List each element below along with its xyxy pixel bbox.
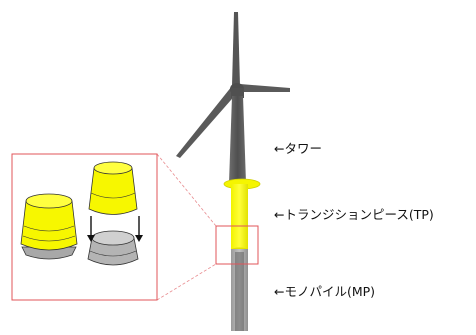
sleeve-top [93, 161, 133, 175]
blade-left [176, 86, 238, 158]
assembled-inner-ring-2 [22, 235, 76, 242]
inset-grey-pile-top [87, 230, 139, 266]
tower [229, 96, 246, 183]
callout-connector-top [156, 153, 217, 227]
tp-body [231, 184, 248, 250]
assembled-grey-base [21, 246, 77, 260]
transition-piece [223, 178, 261, 253]
assembled-yellow-top [25, 193, 73, 209]
callout-connector-bottom [156, 263, 217, 301]
label-monopile: ←モノパイル(MP) [274, 284, 376, 299]
monopile-core [235, 252, 244, 331]
inset-yellow-sleeve [88, 161, 138, 215]
label-tower: ←タワー [274, 141, 322, 156]
inset-assembled-joint [20, 193, 78, 260]
pile-top-cap [91, 230, 135, 246]
blade-up [232, 12, 240, 86]
pile-top-ring [89, 250, 137, 257]
assembled-yellow-body [20, 200, 78, 251]
assembled-inner-ring [23, 225, 75, 232]
sleeve-body [88, 167, 138, 215]
callout-target-box [215, 225, 259, 265]
pile-top-body [87, 237, 139, 266]
label-transition-piece: ←トランジションピース(TP) [274, 207, 434, 222]
nacelle [231, 88, 244, 98]
rotor-blades [176, 12, 290, 158]
arrow-right-head [135, 235, 143, 242]
arrow-left-head [87, 235, 95, 242]
blade-right [240, 84, 290, 92]
sleeve-ring [90, 192, 136, 199]
insertion-arrows [87, 216, 143, 242]
